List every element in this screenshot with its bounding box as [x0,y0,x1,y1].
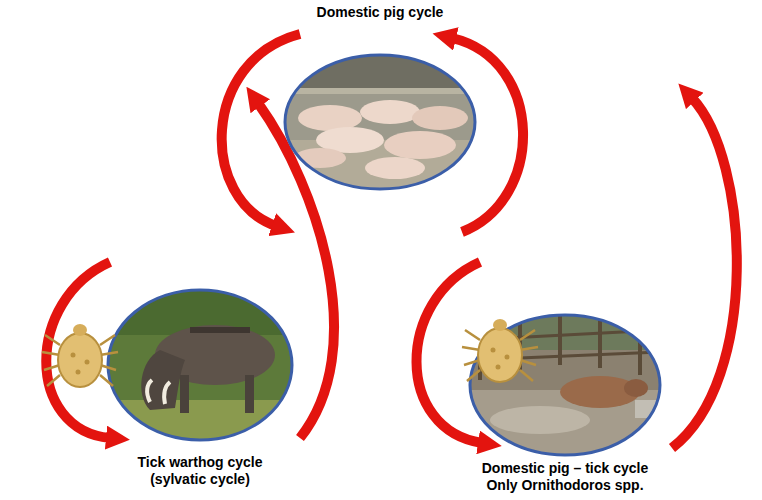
cycle-node: Tick warthog cycle (sylvatic cycle) [90,288,310,488]
cycle-title: Domestic pig – tick cycle [482,460,649,477]
tick-icon [42,324,118,387]
tick-icon [462,319,538,382]
cycle-title: Only Ornithodoros spp. [486,477,643,494]
cycle-title: Domestic pig cycle [317,4,444,21]
pig-sty-photo [465,310,670,460]
warthog-photo [100,285,300,445]
cycle-arrows [46,34,737,448]
cycle-node: Domestic pig cycle [270,4,490,194]
cycle-title: Tick warthog cycle (sylvatic cycle) [120,454,280,488]
cycle-node: Domestic pig – tick cycleOnly Ornithodor… [440,312,690,494]
pig-pen-photo [280,50,480,200]
